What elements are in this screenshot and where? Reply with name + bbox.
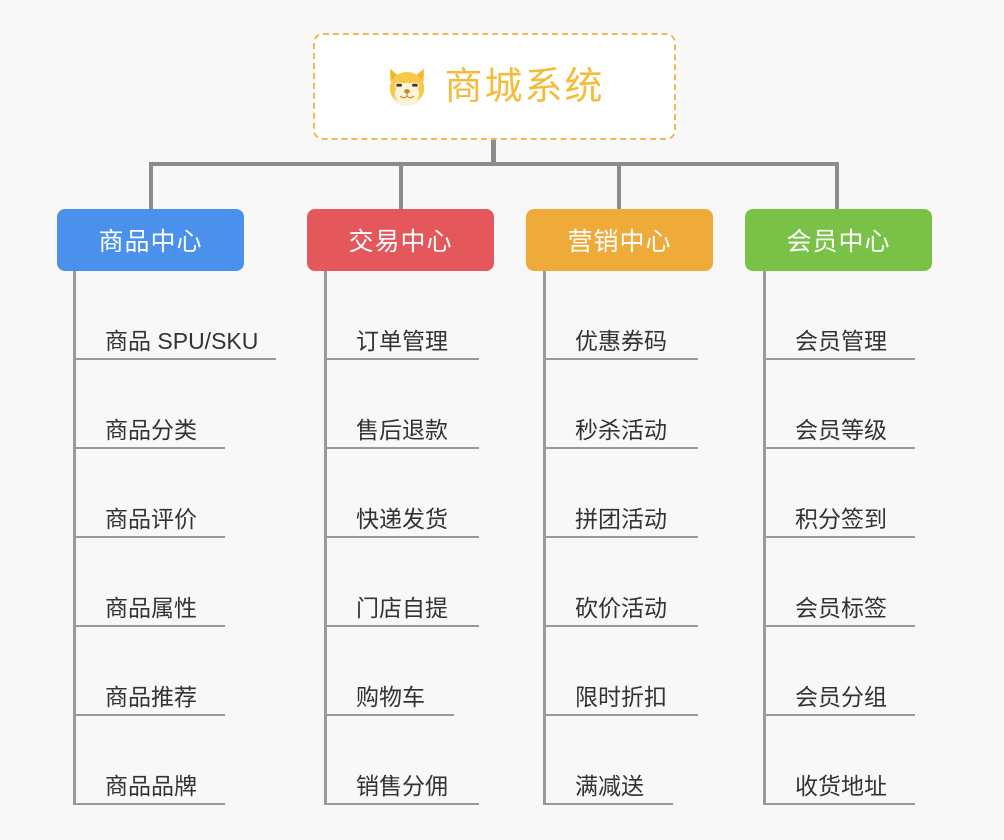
leaf-item-label: 商品品牌	[105, 772, 197, 799]
leaf-item[interactable]: 商品分类	[73, 360, 225, 449]
leaf-item[interactable]: 会员等级	[763, 360, 915, 449]
leaf-item[interactable]: 砍价活动	[543, 538, 698, 627]
category-label: 交易中心	[348, 228, 453, 256]
leaf-item[interactable]: 积分签到	[763, 449, 915, 538]
leaf-item[interactable]: 秒杀活动	[543, 360, 698, 449]
category-label: 商品中心	[98, 228, 203, 256]
leaf-item-label: 积分签到	[795, 505, 887, 532]
leaf-item[interactable]: 会员标签	[763, 538, 915, 627]
leaf-item-label: 会员标签	[795, 594, 887, 621]
leaf-item[interactable]: 购物车	[324, 627, 454, 716]
leaf-item-label: 商品分类	[105, 416, 197, 443]
leaf-item-label: 砍价活动	[575, 594, 667, 621]
root-node-mall-system[interactable]: 商城系统	[313, 33, 676, 140]
leaf-item[interactable]: 商品评价	[73, 449, 225, 538]
leaf-item-label: 拼团活动	[575, 505, 667, 532]
category-box-4[interactable]: 会员中心	[745, 209, 932, 271]
connector-drop-3	[617, 162, 621, 210]
leaf-item[interactable]: 订单管理	[324, 271, 479, 360]
leaf-item-label: 会员等级	[795, 416, 887, 443]
leaf-item-label: 商品评价	[105, 505, 197, 532]
root-node-title: 商城系统	[444, 65, 605, 108]
leaf-item-label: 满减送	[575, 772, 644, 799]
leaf-item[interactable]: 收货地址	[763, 716, 915, 805]
leaf-spine	[543, 271, 546, 805]
leaf-item[interactable]: 门店自提	[324, 538, 479, 627]
leaf-item[interactable]: 会员管理	[763, 271, 915, 360]
leaf-item-label: 会员分组	[795, 683, 887, 710]
leaf-item-label: 收货地址	[795, 772, 887, 799]
leaf-item[interactable]: 销售分佣	[324, 716, 479, 805]
leaf-item-label: 订单管理	[356, 327, 448, 354]
leaf-item-label: 会员管理	[795, 327, 887, 354]
category-box-3[interactable]: 营销中心	[526, 209, 713, 271]
leaf-item[interactable]: 商品推荐	[73, 627, 225, 716]
dog-face-icon	[390, 67, 425, 106]
leaf-item[interactable]: 商品属性	[73, 538, 225, 627]
leaf-item-label: 售后退款	[356, 416, 448, 443]
leaf-item[interactable]: 快递发货	[324, 449, 479, 538]
leaf-item[interactable]: 限时折扣	[543, 627, 698, 716]
leaf-item[interactable]: 商品品牌	[73, 716, 225, 805]
leaf-item[interactable]: 满减送	[543, 716, 673, 805]
leaf-item-label: 秒杀活动	[575, 416, 667, 443]
category-box-1[interactable]: 商品中心	[57, 209, 244, 271]
leaf-item-label: 销售分佣	[356, 772, 448, 799]
connector-drop-4	[835, 162, 839, 210]
leaf-item[interactable]: 商品 SPU/SKU	[73, 271, 276, 360]
leaf-item-label: 商品属性	[105, 594, 197, 621]
category-label: 营销中心	[567, 228, 672, 256]
leaf-spine	[324, 271, 327, 805]
leaf-item-label: 购物车	[356, 683, 425, 710]
leaf-item[interactable]: 会员分组	[763, 627, 915, 716]
connector-bus	[149, 162, 839, 166]
leaf-item-label: 商品推荐	[105, 683, 197, 710]
leaf-item-label: 优惠券码	[575, 327, 667, 354]
connector-drop-2	[399, 162, 403, 210]
leaf-item-label: 限时折扣	[575, 683, 667, 710]
leaf-spine	[73, 271, 76, 805]
leaf-item[interactable]: 售后退款	[324, 360, 479, 449]
leaf-item-label: 商品 SPU/SKU	[105, 327, 259, 354]
leaf-item-label: 门店自提	[356, 594, 448, 621]
category-box-2[interactable]: 交易中心	[307, 209, 494, 271]
leaf-item-label: 快递发货	[356, 505, 448, 532]
connector-drop-1	[149, 162, 153, 210]
connector-trunk	[491, 140, 496, 164]
leaf-item[interactable]: 优惠券码	[543, 271, 698, 360]
category-label: 会员中心	[786, 228, 891, 256]
leaf-spine	[763, 271, 766, 805]
leaf-item[interactable]: 拼团活动	[543, 449, 698, 538]
